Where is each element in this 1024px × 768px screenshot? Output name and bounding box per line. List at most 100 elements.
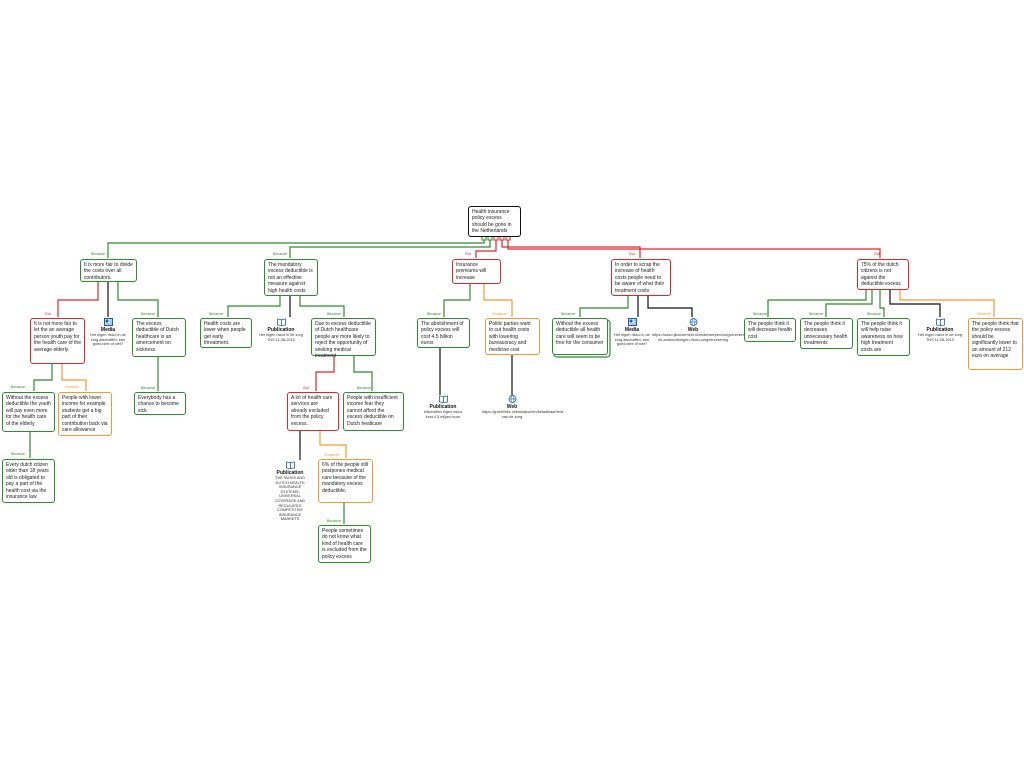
argument-text: The people think that the policy excess …	[972, 321, 1019, 360]
argument-free[interactable]: Without the excess deductible all health…	[552, 318, 608, 355]
resource-caption: Het eigen risico in de zorg TNS 11-08-20…	[259, 333, 303, 342]
argument-text: The excess deductible of Dutch healthcar…	[136, 321, 179, 353]
argument-reject[interactable]: Due to excess deductible of Dutch health…	[311, 318, 376, 360]
resource-caption: Het eigen risico in de zorg afschaffen, …	[90, 333, 126, 347]
resource-caption: THE SWISS AND DUTCH HEALTH INSURANCE SYS…	[274, 476, 306, 522]
tag-but: But	[629, 252, 635, 256]
argument-awareness[interactable]: The people think it will help raise awar…	[857, 318, 910, 356]
argument-fair[interactable]: It is more fair to divide the costs over…	[80, 259, 137, 282]
argument-text: The people think it will decrease health…	[748, 321, 792, 340]
media-icon	[103, 318, 113, 326]
resource-title: Web	[687, 327, 699, 333]
argument-unaware[interactable]: People sometimes do not know what kind o…	[318, 525, 371, 563]
tag-because: Because	[91, 252, 105, 256]
resource-media[interactable]: Media Het eigen risico in de zorg afscha…	[88, 318, 128, 347]
resource-caption: Het eigen risico in de zorg TNS 11-08-20…	[918, 333, 962, 342]
tag-because: Because	[209, 312, 223, 316]
argument-text: The people think it decreases unnecessar…	[804, 321, 848, 347]
argument-text: Due to excess deductible of Dutch health…	[315, 321, 371, 360]
argument-text: People with insufficient income fear the…	[347, 395, 398, 427]
argument-text: It is not more fair to let the an averag…	[34, 321, 81, 353]
resource-caption: Het eigen risico in de zorg afschaffen, …	[614, 333, 650, 347]
resource-caption: https://groenlinks.nl/standpunten/betaal…	[482, 410, 565, 419]
resource-title: Media	[100, 327, 116, 333]
argument-text: Insurance premiums will increase	[456, 262, 487, 281]
argument-insufficient[interactable]: People with insufficient income fear the…	[343, 392, 404, 431]
argument-chance[interactable]: Everybody has a chance to become sick	[134, 392, 186, 415]
argument-text: People sometimes do not know what kind o…	[322, 528, 367, 560]
resource-media[interactable]: Media Het eigen risico in de zorg afscha…	[614, 318, 650, 347]
objection-notfair[interactable]: It is not more fair to let the an averag…	[30, 318, 85, 364]
argument-mandatory[interactable]: The mandatory excess deductible is not a…	[264, 259, 318, 296]
globe-icon	[689, 318, 697, 326]
tag-but: But	[303, 386, 309, 390]
argument-text: In order to scrap the increase of health…	[615, 262, 665, 294]
tag-however: However	[976, 312, 992, 316]
tag-but: But	[874, 252, 880, 256]
tag-because: Because	[273, 252, 287, 256]
argument-text: Politic parties want to cut health costs…	[489, 321, 531, 353]
tag-because: Because	[809, 312, 823, 316]
book-icon	[276, 318, 286, 326]
book-icon	[935, 318, 945, 326]
argument-text: Health costs are lower when people get e…	[204, 321, 246, 347]
argument-unnecessary[interactable]: The people think it decreases unnecessar…	[800, 318, 853, 349]
tag-because: Because	[11, 452, 25, 456]
argument-elderly[interactable]: Every dutch citizen older than 18 years …	[2, 459, 55, 503]
tag-because: Because	[141, 312, 155, 316]
warning-postpone[interactable]: 6% of the people still postpones medical…	[318, 459, 373, 503]
resource-caption: Afschaffen eigen risico kost 4,5 miljard…	[423, 410, 463, 419]
tag-however: However	[64, 385, 80, 389]
argument-text: The abolishment of policy excess will co…	[421, 321, 464, 347]
resource-publication[interactable]: Publication THE SWISS AND DUTCH HEALTH I…	[270, 461, 310, 522]
argument-decrease[interactable]: The people think it will decrease health…	[744, 318, 796, 342]
resource-title: Publication	[926, 327, 954, 333]
resource-web[interactable]: Web https://groenlinks.nl/standpunten/be…	[482, 395, 564, 419]
argument-text: Without the excess deductible the youth …	[6, 395, 51, 427]
tag-but: But	[45, 312, 51, 316]
argument-abolish[interactable]: The abolishment of policy excess will co…	[417, 318, 470, 348]
tag-however: However	[324, 453, 340, 457]
resource-title: Publication	[429, 404, 457, 410]
objection-scrap[interactable]: In order to scrap the increase of health…	[611, 259, 671, 296]
tag-because: Because	[561, 312, 575, 316]
argument-healthcosts[interactable]: Health costs are lower when people get e…	[200, 318, 252, 348]
resource-publication[interactable]: Publication Afschaffen eigen risico kost…	[420, 395, 466, 419]
argument-youth[interactable]: Without the excess deductible the youth …	[2, 392, 55, 432]
objection-premiums[interactable]: Insurance premiums will increase	[452, 259, 501, 284]
media-icon	[627, 318, 637, 326]
argument-text: The mandatory excess deductible is not a…	[268, 262, 313, 294]
tag-because: Because	[427, 312, 441, 316]
argument-text: 6% of the people still postpones medical…	[322, 462, 369, 494]
warning-parties[interactable]: Politic parties want to cut health costs…	[485, 318, 540, 355]
argument-text: A lot of health care services are alread…	[291, 395, 333, 427]
resource-publication[interactable]: Publication Het eigen risico in de zorg …	[918, 318, 962, 342]
argument-text: Without the excess deductible all health…	[556, 321, 604, 347]
book-icon	[438, 395, 448, 403]
objection-majority[interactable]: 75% of the dutch citizens is not against…	[857, 259, 909, 290]
globe-icon	[508, 395, 516, 403]
argument-text: Everybody has a chance to become sick	[138, 395, 179, 414]
root-claim[interactable]: Health insurance policy excess should be…	[468, 206, 521, 237]
resource-title: Media	[624, 327, 640, 333]
tag-because: Because	[327, 519, 341, 523]
resource-web[interactable]: Web https://www.rijksoverheid.nl/onderwe…	[652, 318, 761, 342]
tag-because: Because	[753, 312, 767, 316]
resource-publication[interactable]: Publication Het eigen risico in de zorg …	[258, 318, 304, 342]
tag-because: Because	[357, 386, 371, 390]
resource-caption: https://www.rijksoverheid.nl/onderwerpen…	[652, 333, 761, 342]
warning-students[interactable]: People with lower income for example stu…	[58, 392, 112, 436]
argument-text: Every dutch citizen older than 18 years …	[6, 462, 49, 501]
argument-text: The people think it will help raise awar…	[861, 321, 903, 353]
tag-because: Because	[327, 312, 341, 316]
root-claim-text: Health insurance policy excess should be…	[472, 209, 512, 235]
objection-excluded[interactable]: A lot of health care services are alread…	[287, 392, 339, 431]
resource-title: Publication	[276, 470, 304, 476]
warning-lower[interactable]: The people think that the policy excess …	[968, 318, 1023, 370]
tag-because: Because	[141, 386, 155, 390]
tag-because: Because	[867, 312, 881, 316]
tag-but: But	[465, 252, 471, 256]
argument-deductible[interactable]: The excess deductible of Dutch healthcar…	[132, 318, 186, 357]
